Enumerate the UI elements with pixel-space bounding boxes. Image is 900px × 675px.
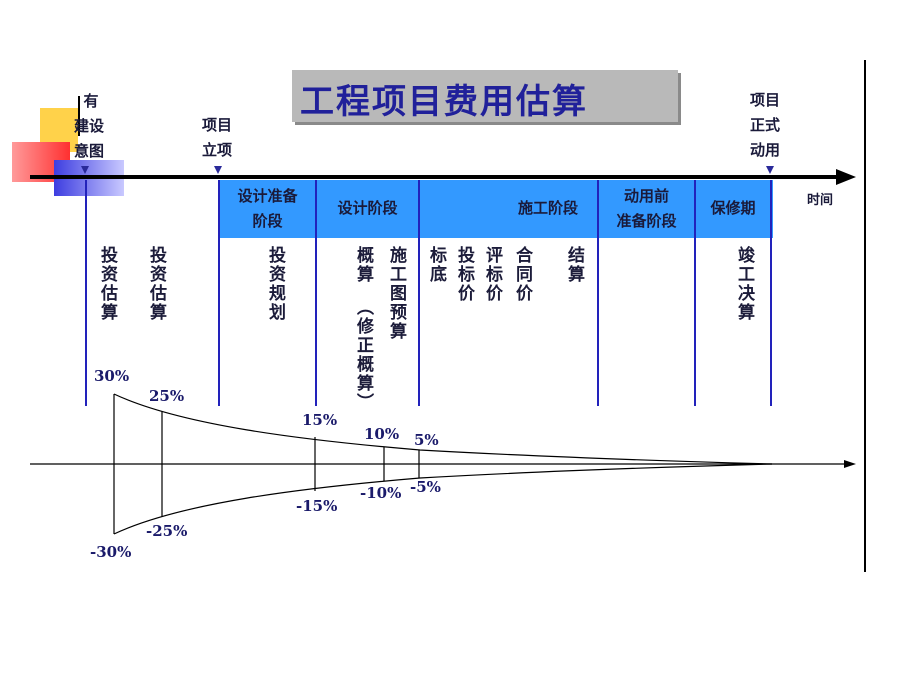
estimate-tender-base: 标底 [426,246,446,284]
estimate-contract-price: 合同价 [512,246,532,303]
estimate-investment-1: 投资估算 [97,246,117,322]
funnel-upper-curve [113,393,773,465]
milestone-start-3: 动用 [749,141,780,159]
phase-construction: 施工阶段 [517,199,578,217]
pct-positive-15: 15% [302,411,338,429]
estimate-bid-price: 投标价 [454,246,474,303]
pct-positive-5: 5% [414,431,439,449]
pct-negative-25: -25% [146,522,188,540]
milestone-start-2: 正式 [749,116,780,134]
milestone-intent-b: 建设 [73,117,104,135]
milestone-marker-start [766,166,774,174]
phase-design-prep: 设计准备 阶段 [219,184,316,234]
milestone-approval-2: 立项 [201,141,232,159]
pct-negative-15: -15% [296,497,338,515]
estimate-settlement: 结算 [564,246,584,284]
page-title: 工程项目费用估算 [300,82,588,122]
pct-positive-25: 25% [149,387,185,405]
time-axis-label: 时间 [806,193,833,208]
milestone-start-1: 项目 [749,91,780,109]
phase-design-prep-line2: 阶段 [252,212,283,230]
estimate-revised-estimate: （修正概算） [353,298,373,412]
estimate-evaluated-price: 评标价 [482,246,502,303]
estimate-final-accounts: 竣工决算 [734,246,754,322]
milestone-intent-a: 有 [83,92,99,110]
milestone-marker-intent [81,166,89,174]
estimate-investment-2: 投资估算 [146,246,166,322]
pct-positive-10: 10% [364,425,400,443]
phase-design: 设计阶段 [337,199,398,217]
phase-pre-use: 动用前 准备阶段 [598,184,695,234]
estimate-budget-estimate: 概算 [353,246,373,284]
decor-vertical-bar [78,96,80,136]
pct-negative-10: -10% [360,484,402,502]
funnel-lower-curve [113,463,773,535]
right-border-line [864,60,866,572]
phase-band [219,180,773,238]
pct-negative-30: -30% [90,543,132,561]
milestone-approval-1: 项目 [201,116,232,134]
estimate-investment-plan: 投资规划 [265,246,285,322]
time-axis-arrow [836,169,856,185]
milestone-intent-c: 意图 [73,142,104,160]
pct-negative-5: -5% [410,478,441,496]
milestone-marker-approval [214,166,222,174]
phase-pre-use-line2: 准备阶段 [616,212,677,230]
pct-positive-30: 30% [94,367,130,385]
phase-design-prep-line1: 设计准备 [237,187,298,205]
phase-warranty: 保修期 [710,199,756,217]
title-box [292,70,678,122]
estimate-construction-drawing-budget: 施工图预算 [386,246,406,341]
accuracy-axis-arrow [844,460,856,468]
phase-pre-use-line1: 动用前 [623,187,669,205]
